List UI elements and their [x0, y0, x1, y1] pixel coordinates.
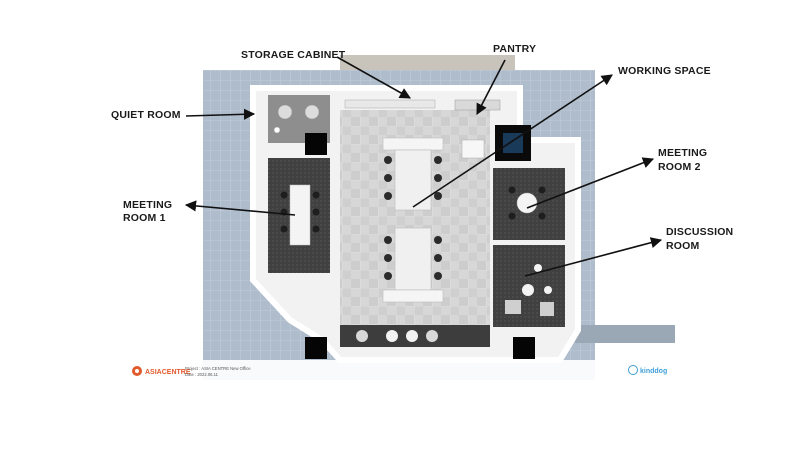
arrow-working-space: [412, 74, 613, 208]
label-pantry: PANTRY: [493, 43, 536, 55]
annotation-arrows: [184, 56, 663, 277]
dog-icon: [628, 365, 638, 375]
project-line: Project : ASIA CENTRE New Office: [185, 366, 251, 371]
designer-logo: kinddog: [628, 365, 667, 375]
arrow-storage-cabinet: [336, 56, 411, 99]
label-meeting-room-1-line1: MEETING: [123, 199, 172, 211]
meeting-table-2: [516, 192, 538, 214]
pantry-fridge: [461, 139, 485, 159]
column-block: [305, 133, 327, 155]
label-working-space: WORKING SPACE: [618, 65, 711, 77]
storage-cabinet-unit: [344, 99, 436, 109]
label-storage-cabinet: STORAGE CABINET: [241, 49, 346, 61]
arrow-meeting-room-2: [526, 157, 655, 209]
arrow-pantry: [476, 59, 506, 115]
label-discussion-room-line2: ROOM: [666, 240, 700, 252]
column-block: [305, 337, 327, 359]
walkway-strip: [575, 325, 675, 343]
top-roof-strip: [340, 55, 515, 70]
column-block: [513, 337, 535, 359]
arrow-meeting-room-1: [184, 200, 296, 216]
label-meeting-room-2-line1: MEETING: [658, 147, 707, 159]
company-logo: ASIACENTRE: [132, 366, 191, 376]
desk-cluster-lower: [382, 227, 444, 303]
company-logo-text: ASIACENTRE: [145, 369, 191, 376]
date-line: Date : 2022.06.11: [185, 372, 219, 377]
label-meeting-room-1-line2: ROOM 1: [123, 212, 166, 224]
footer-strip: [120, 360, 670, 382]
arrow-discussion-room: [524, 237, 663, 277]
desk-cluster-upper: [382, 137, 444, 211]
label-quiet-room: QUIET ROOM: [111, 109, 181, 121]
pantry-counter: [454, 99, 501, 111]
designer-logo-text: kinddog: [640, 368, 667, 375]
label-meeting-room-2-line2: ROOM 2: [658, 161, 701, 173]
label-discussion-room-line1: DISCUSSION: [666, 226, 733, 238]
arrow-quiet-room: [185, 108, 256, 120]
